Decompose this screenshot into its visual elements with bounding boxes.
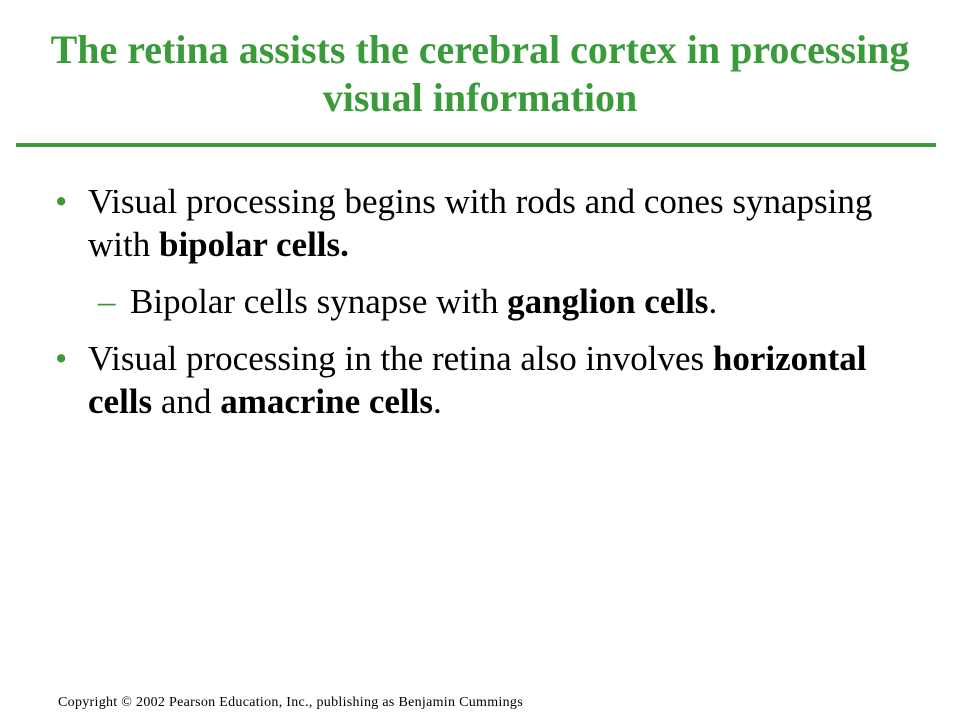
bullet-text-end: . bbox=[433, 382, 442, 421]
bullet-text: Visual processing begins with rods and c… bbox=[88, 182, 873, 264]
bullet-item-visual-processing: • Visual processing begins with rods and… bbox=[0, 180, 960, 266]
sub-bullet-item-bipolar-cells: – Bipolar cells synapse with ganglion ce… bbox=[0, 280, 960, 323]
sub-bullet-text-end: . bbox=[708, 282, 718, 321]
slide-title: The retina assists the cerebral cortex i… bbox=[50, 27, 910, 120]
sub-bullet-marker: – bbox=[98, 282, 116, 321]
sub-bullet-text-bold: ganglion cells bbox=[507, 282, 709, 321]
bullet-marker: • bbox=[55, 182, 68, 221]
bullet-list: • Visual processing begins with rods and… bbox=[0, 180, 960, 423]
bullet-text-bold: bipolar cells. bbox=[158, 225, 349, 264]
bullet-text-bold: horizontal cells bbox=[88, 339, 867, 421]
bullet-item-retina-processing: • Visual processing in the retina also i… bbox=[0, 337, 960, 423]
title-underline bbox=[16, 143, 936, 147]
bullet-text-bold: amacrine cells bbox=[220, 382, 434, 421]
copyright-footer: Copyright © 2002 Pearson Education, Inc.… bbox=[58, 695, 523, 710]
bullet-text: Visual processing in the retina also inv… bbox=[88, 339, 713, 378]
bullet-text-and: and bbox=[152, 382, 221, 421]
sub-bullet-text: Bipolar cells synapse with bbox=[130, 282, 508, 321]
bullet-marker: • bbox=[55, 339, 68, 378]
